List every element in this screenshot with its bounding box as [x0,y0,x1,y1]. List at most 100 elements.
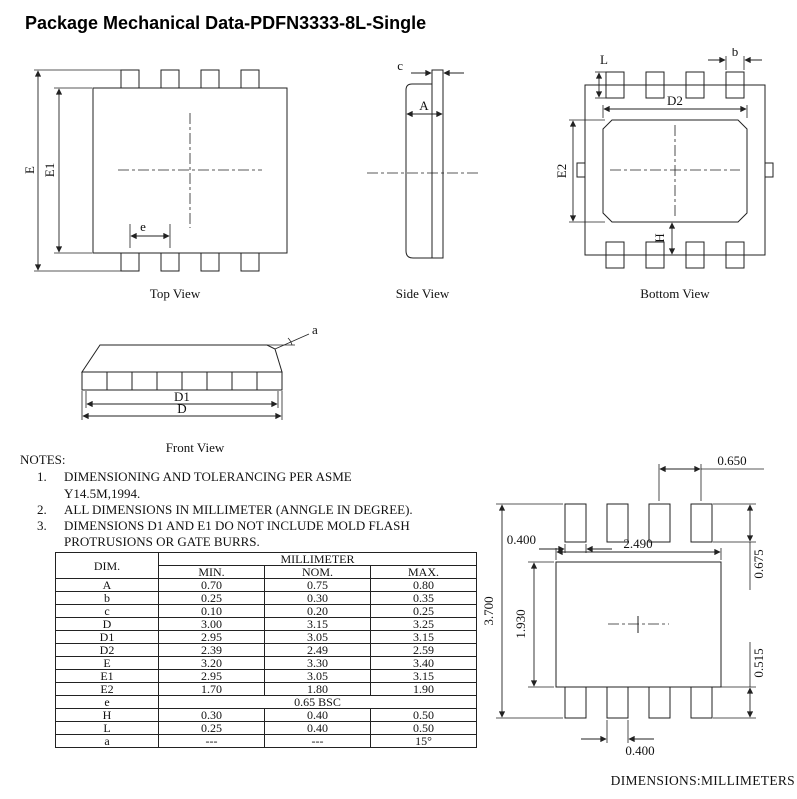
min-cell: 0.25 [158,721,265,735]
note-text: DIMENSIONS D1 AND E1 DO NOT INCLUDE MOLD… [64,518,410,550]
dim-label-a: a [312,322,318,337]
min-cell: 2.39 [158,643,265,657]
max-header-cell: MAX. [370,565,477,579]
bottom-view-drawing: D2 E2 H L b [554,44,774,269]
table-header-row: MIN. NOM. MAX. [56,565,477,579]
max-cell: 0.50 [370,721,477,735]
note-item: 1. DIMENSIONING AND TOLERANCING PER ASME… [20,469,480,502]
dim-cell: E1 [55,669,159,683]
top-view-drawing: E E1 e [22,69,288,272]
nom-cell: 0.30 [264,591,371,605]
max-cell: 2.59 [370,643,477,657]
dim-header-cell: DIM. [55,552,159,579]
nom-cell: 0.40 [264,721,371,735]
nom-cell: 0.40 [264,708,371,722]
dim-label-center-pad-width: 2.490 [623,536,652,551]
dim-label-L: L [600,52,608,67]
max-cell: 3.15 [370,669,477,683]
nom-cell: 3.05 [264,669,371,683]
dim-label-D: D [177,401,186,416]
dim-label-tab-height: 0.515 [751,648,766,677]
nom-cell: --- [264,734,371,748]
notes-heading: NOTES: [20,452,66,467]
dim-cell: c [55,604,159,618]
dim-label-D2: D2 [667,93,683,108]
dim-label-pad-width-bottom: 0.400 [625,743,654,758]
dim-cell: b [55,591,159,605]
side-view-drawing: c A [367,58,478,259]
nom-cell: 0.20 [264,604,371,618]
dim-label-pad-length: 0.675 [751,549,766,578]
note-number: 1. [37,469,47,485]
front-view-drawing: D1 D a [81,322,318,420]
note-item: 3. DIMENSIONS D1 AND E1 DO NOT INCLUDE M… [20,518,480,551]
side-view-caption: Side View [395,286,450,301]
dim-label-pitch: 0.650 [717,453,746,468]
min-cell: 0.70 [158,578,265,592]
dim-label-A: A [419,98,429,113]
dim-cell: A [55,578,159,592]
dim-cell: a [55,734,159,748]
dim-label-E: E [25,166,37,174]
package-body-side [367,69,478,259]
package-body-front [81,333,310,420]
max-cell: 15° [370,734,477,748]
dim-label-overall-height: 3.700 [481,596,496,625]
front-view-caption: Front View [165,440,225,455]
max-cell: 0.25 [370,604,477,618]
unit-header-cell: MILLIMETER [158,552,477,566]
min-cell: 0.10 [158,604,265,618]
dim-cell: D2 [55,643,159,657]
note-text: ALL DIMENSIONS IN MILLIMETER (ANNGLE IN … [64,501,413,517]
min-cell: 0.25 [158,591,265,605]
front-view-figure: D1 D a Front View [45,322,345,456]
dim-cell: H [55,708,159,722]
dim-label-b: b [732,48,739,59]
nom-cell: 0.75 [264,578,371,592]
min-cell: --- [158,734,265,748]
nom-cell: 2.49 [264,643,371,657]
dim-label-e: e [140,219,146,234]
dim-label-E2: E2 [555,164,569,178]
package-body-top [34,69,288,272]
land-pattern-figure: 3.700 0.400 0.650 2.490 0.675 1.930 0.51… [480,452,795,789]
land-pattern-drawing: 3.700 0.400 0.650 2.490 0.675 1.930 0.51… [481,453,766,758]
dim-cell: D [55,617,159,631]
dim-label-E1: E1 [42,163,57,177]
min-cell: 2.95 [158,630,265,644]
min-cell: 3.00 [158,617,265,631]
note-number: 3. [37,518,47,533]
dim-label-c: c [397,58,403,73]
land-pattern-units-note: DIMENSIONS:MILLIMETERS [610,773,795,788]
dim-cell: E2 [55,682,159,696]
top-view-caption: Top View [149,286,201,301]
nom-cell: 1.80 [264,682,371,696]
land-pattern-pads [496,464,764,743]
nom-cell: 3.30 [264,656,371,670]
max-cell: 1.90 [370,682,477,696]
dim-cell: E [55,656,159,670]
dim-label-H: H [652,233,667,242]
max-cell: 0.80 [370,578,477,592]
bottom-view-caption: Bottom View [640,286,710,301]
nom-header-cell: NOM. [264,565,371,579]
max-cell: 0.35 [370,591,477,605]
bsc-cell: 0.65 BSC [158,695,477,709]
min-cell: 1.70 [158,682,265,696]
dim-label-center-pad-height: 1.930 [513,609,528,638]
nom-cell: 3.05 [264,630,371,644]
dim-cell: e [55,695,159,709]
max-cell: 0.50 [370,708,477,722]
max-cell: 3.15 [370,630,477,644]
